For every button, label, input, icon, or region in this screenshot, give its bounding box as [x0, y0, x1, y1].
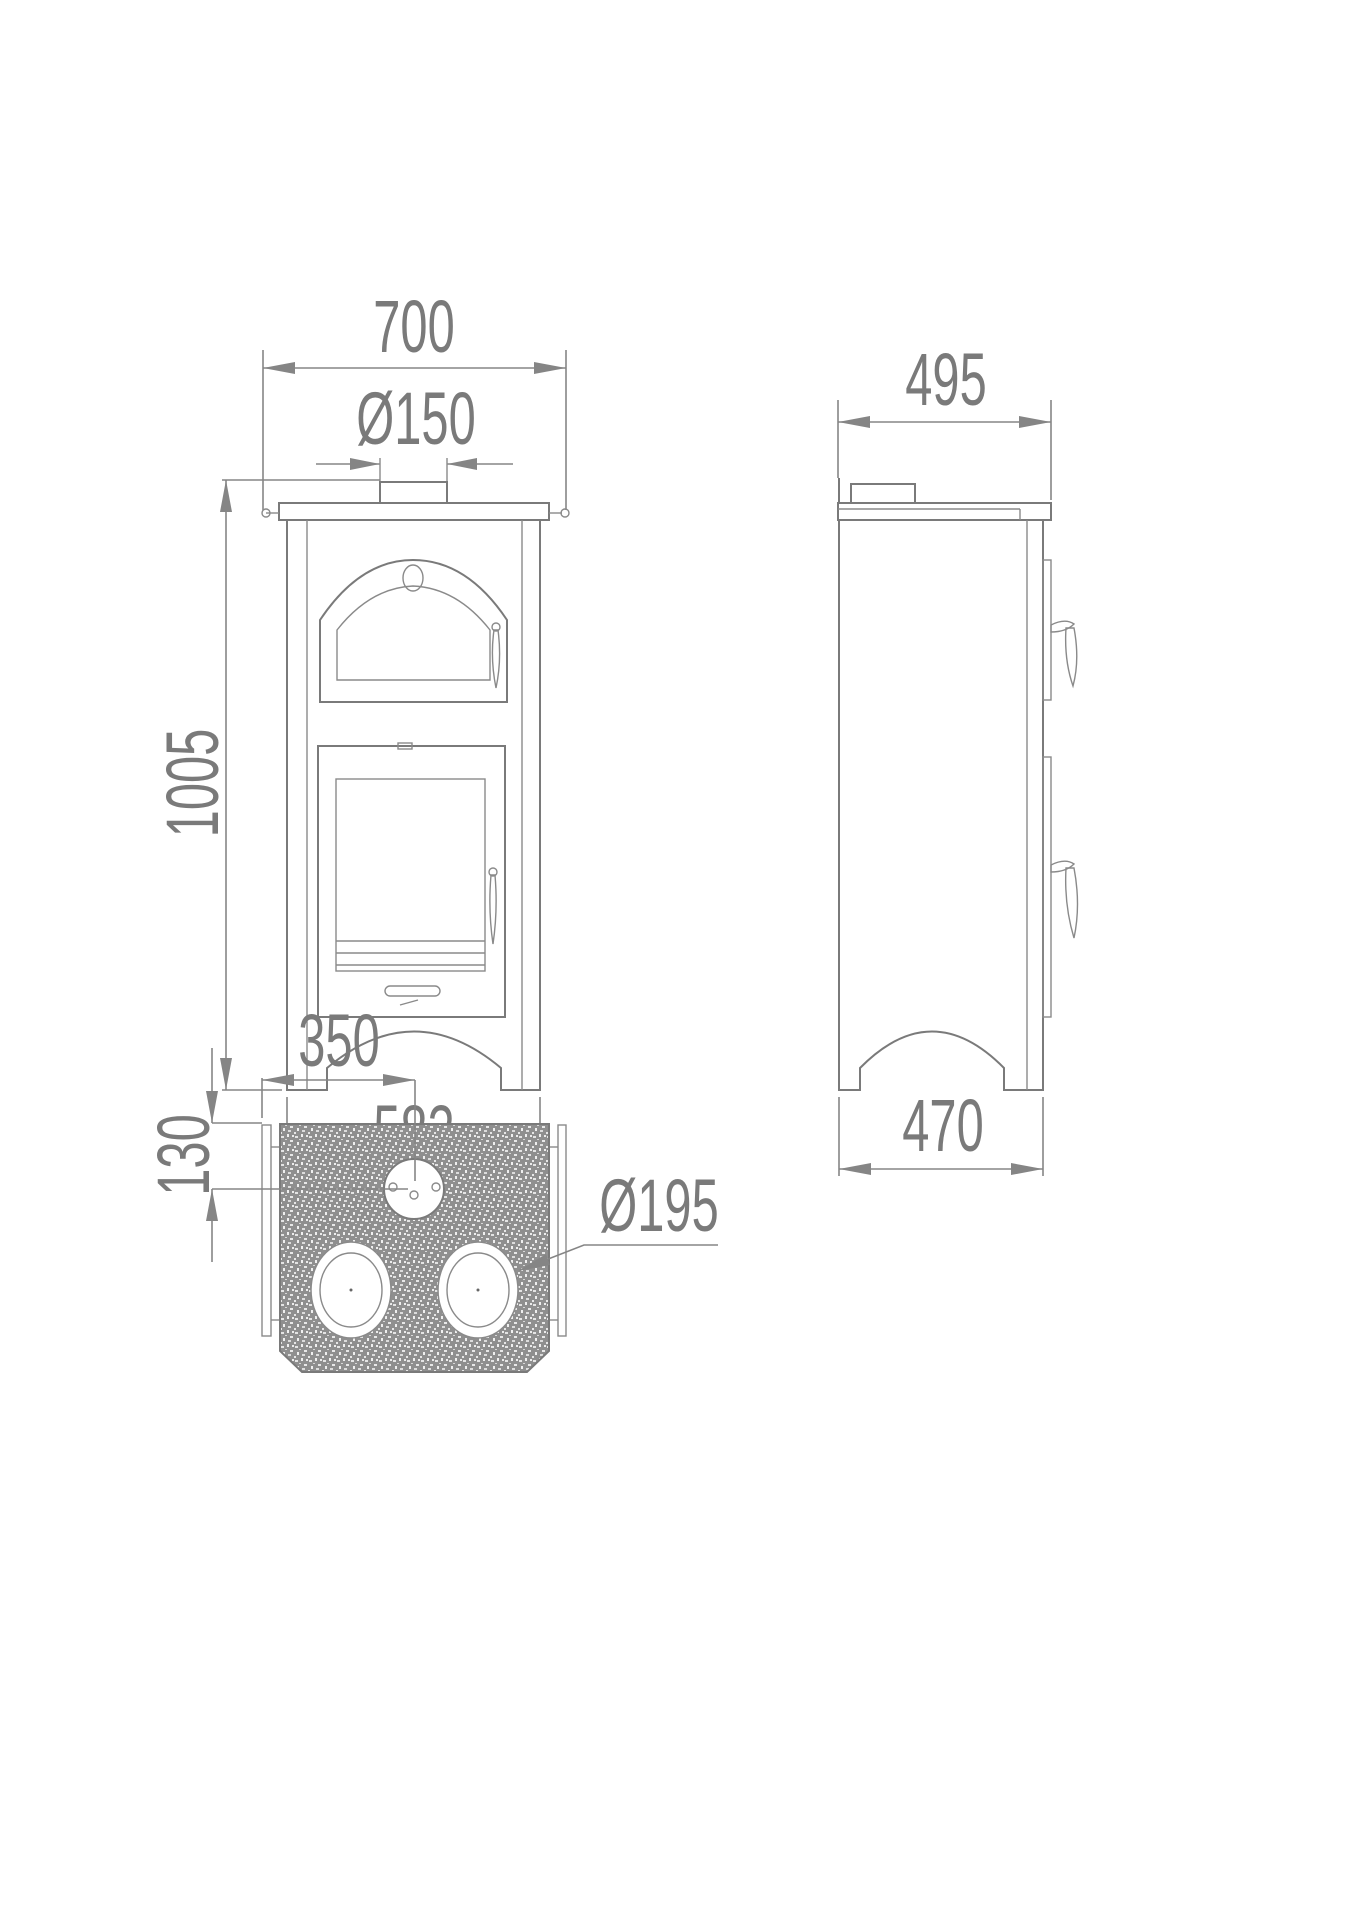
- side-rail-left: [261, 1124, 272, 1337]
- thermometer-icon: [402, 564, 424, 592]
- oven-window: [336, 585, 491, 681]
- dimension-label-flue: Ø150: [356, 378, 475, 461]
- firebox-handle-icon: [489, 874, 497, 945]
- oven-door-profile: [1042, 559, 1052, 701]
- dimension-label-350: 350: [298, 1000, 379, 1083]
- rail-knob-icon: [560, 508, 570, 518]
- side-rail-right: [557, 1124, 567, 1337]
- dimension-flue: Ø150: [316, 378, 513, 482]
- dimension-label-495: 495: [905, 339, 986, 422]
- firebox-handle-side-icon: [1065, 867, 1079, 939]
- stove-side: [837, 478, 1079, 1091]
- top-view: 350 13: [143, 1000, 719, 1373]
- firebox-door: [317, 745, 506, 1018]
- dimension-hotplate: Ø195: [518, 1165, 719, 1271]
- rail-knob-icon: [261, 508, 271, 518]
- oven-handle-icon: [491, 629, 501, 689]
- flue-collar: [379, 481, 448, 504]
- side-view: 495 470: [837, 339, 1079, 1176]
- dimension-label-700: 700: [373, 286, 454, 369]
- firebox-glass: [335, 778, 486, 972]
- stove-front: [261, 481, 570, 1091]
- body-outline: [286, 520, 541, 1091]
- dimension-label-130: 130: [143, 1114, 226, 1195]
- dimension-label-470: 470: [902, 1085, 983, 1168]
- dimension-width-top: 700: [262, 286, 567, 510]
- dimension-height: 1005: [152, 479, 380, 1091]
- top-plate-side: [837, 502, 1052, 521]
- dimension-label-1005: 1005: [152, 729, 235, 838]
- oven-door: [319, 558, 508, 703]
- top-plate: [278, 502, 550, 521]
- dimension-depth-base: 470: [838, 1085, 1044, 1176]
- oven-handle-side-icon: [1064, 627, 1078, 689]
- dimension-depth-top: 495: [837, 339, 1052, 500]
- air-slider: [384, 985, 441, 997]
- side-body-outline: [838, 520, 1044, 1091]
- dimension-label-195: Ø195: [599, 1165, 718, 1248]
- cooktop: [261, 1123, 567, 1373]
- dimension-flue-offset-x: 350: [261, 1000, 415, 1118]
- flue-collar-side: [850, 483, 916, 504]
- firebox-door-profile: [1042, 756, 1052, 1018]
- dimension-flue-offset-y: 130: [143, 1048, 416, 1262]
